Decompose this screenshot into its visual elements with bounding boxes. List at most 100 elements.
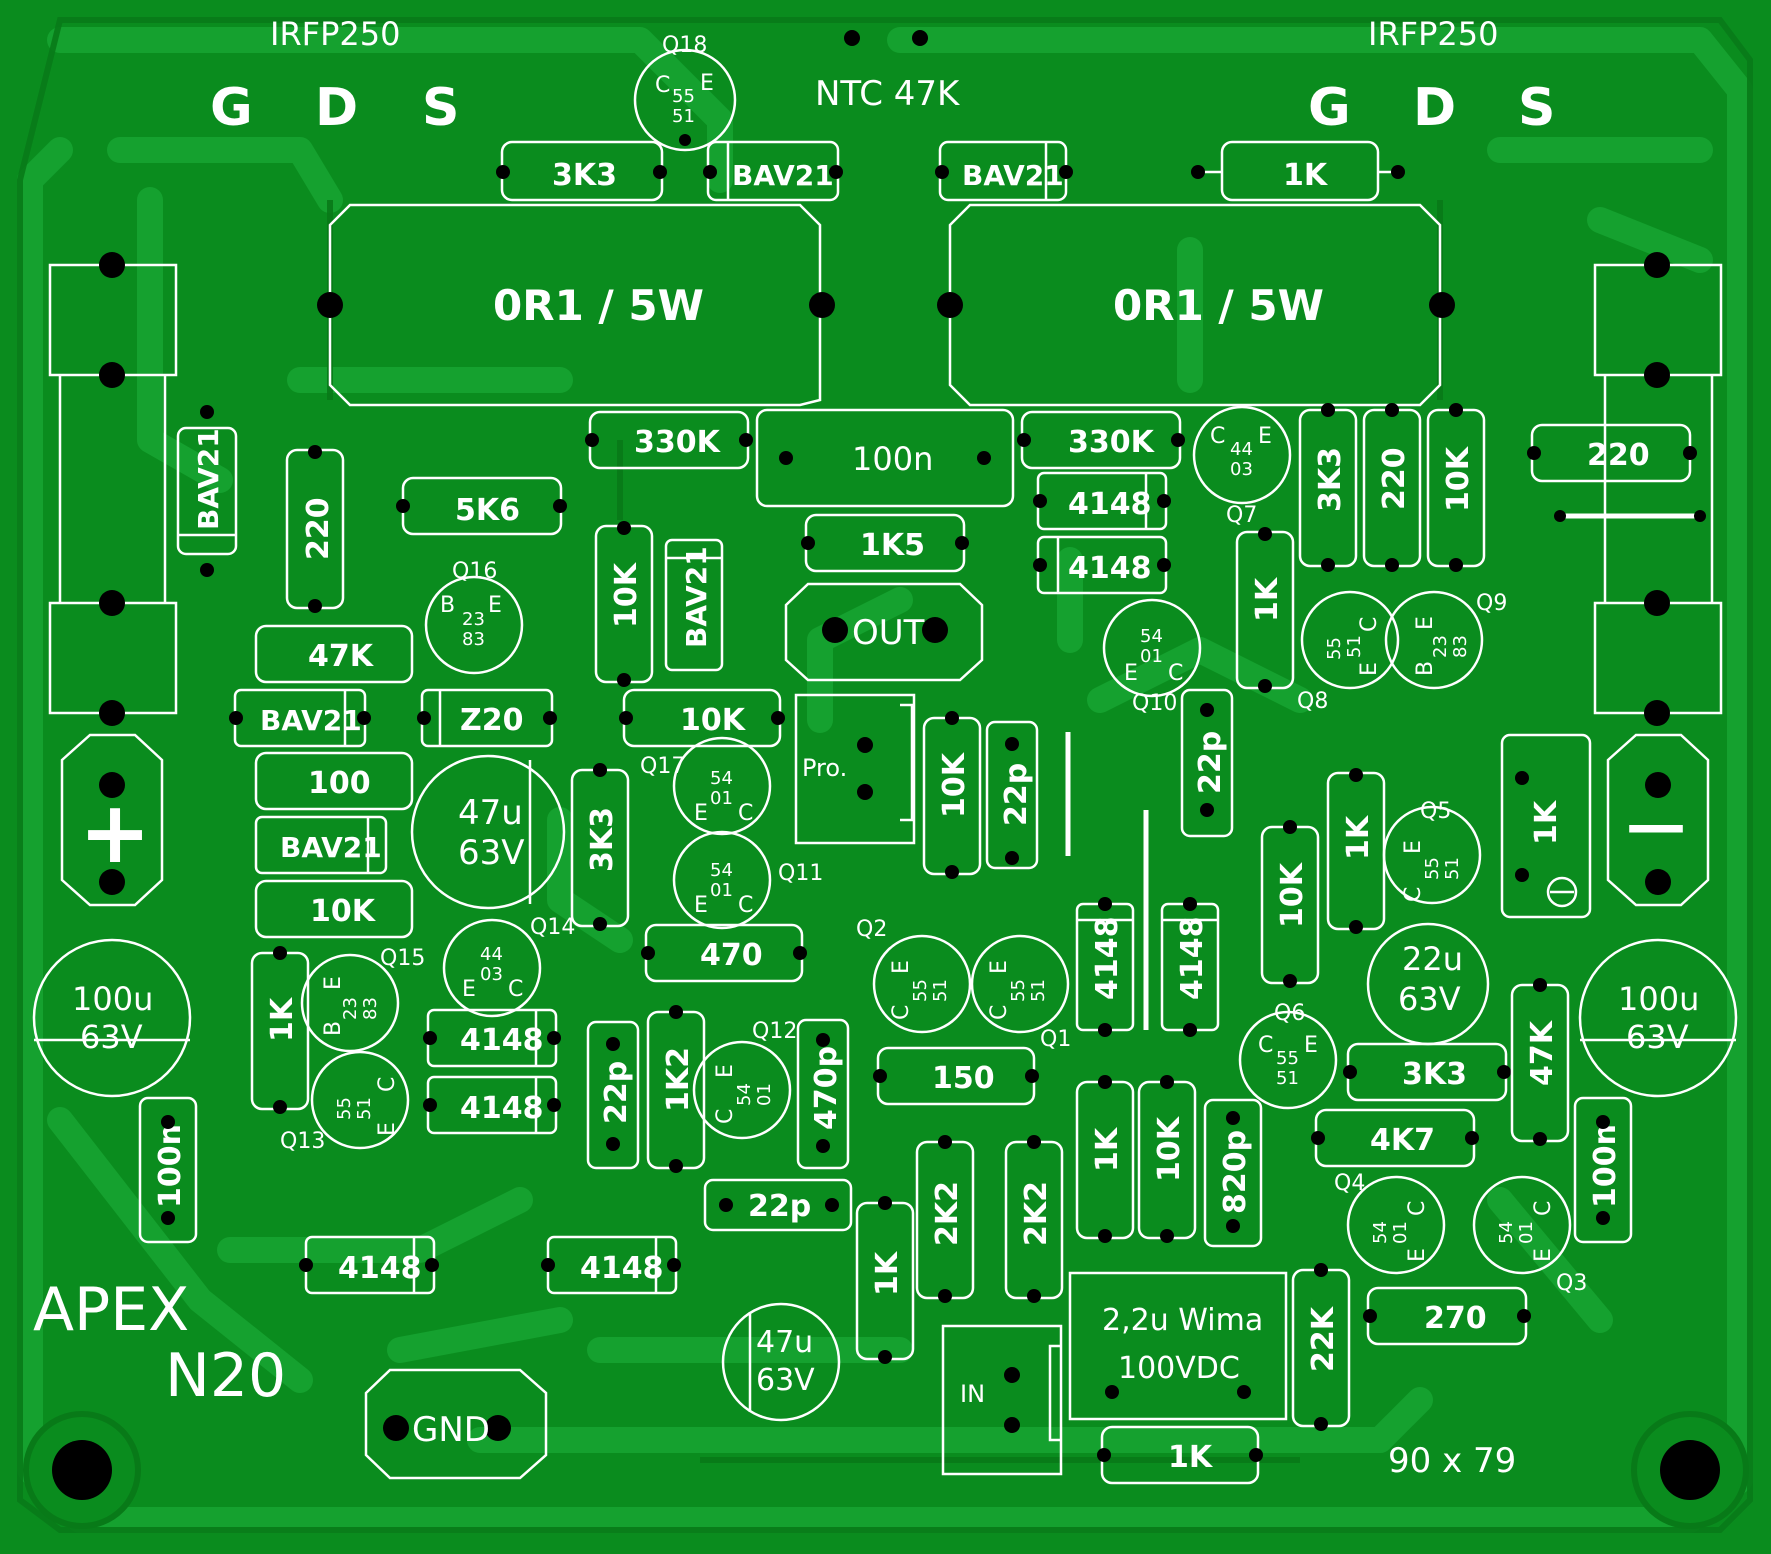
q13-pin-c: C [375, 1077, 400, 1092]
label-47k: 47K [308, 639, 375, 674]
q1-ref: Q1 [1040, 1027, 1071, 1052]
q7-code2: 03 [1230, 459, 1253, 480]
label-22p-low: 22p [599, 1061, 634, 1124]
transistor-q12: Q12 C E 54 01 [692, 1019, 797, 1140]
label-22p-bottom: 22p [748, 1189, 811, 1224]
resistor-0r1-left: 0R1 / 5W [317, 203, 835, 407]
label-1k-bottom-vertical: 1K [870, 1250, 905, 1296]
resistor-220-left: 220 [285, 445, 345, 613]
diode-4148-d: 4148 [423, 1075, 561, 1135]
q16-pin-b: B [440, 593, 455, 618]
q10-code1: 54 [1140, 626, 1163, 647]
resistor-1k-bottom-vertical: 1K [855, 1196, 915, 1364]
q14-code1: 44 [480, 944, 503, 965]
cap-47u-big: 47u 63V [410, 754, 566, 910]
q15-pin-e: E [321, 976, 346, 990]
resistor-220-far-right: 220 [1527, 423, 1706, 522]
plus-label: + [79, 783, 151, 883]
label-1k-bottom: 1K [1168, 1440, 1214, 1475]
diode-bav21-mid-left: BAV21 [229, 688, 371, 748]
label-270: 270 [1424, 1301, 1487, 1336]
q12-pin-e: E [713, 1064, 738, 1078]
q18-ref: Q18 [662, 33, 707, 58]
label-100u-right: 100u [1618, 980, 1699, 1018]
q3-code2: 01 [1516, 1221, 1537, 1244]
q6-code1: 55 [1276, 1048, 1299, 1069]
mosfet-right-pins: G D S [1308, 78, 1555, 138]
resistor-2k2-b: 2K2 [1004, 1135, 1064, 1303]
q8-code1: 55 [1324, 637, 1345, 660]
label-22p-q10: 22p [1193, 731, 1228, 794]
label-0r1-left: 0R1 / 5W [493, 281, 704, 330]
q12-code1: 54 [734, 1083, 755, 1106]
q17-code2: 01 [710, 788, 733, 809]
label-330k-left: 330K [634, 425, 722, 460]
q6-pin-e: E [1304, 1033, 1318, 1058]
pin-s-left: S [422, 78, 459, 138]
zener-z20: Z20 [417, 688, 557, 748]
resistor-1k-q13: 1K [250, 946, 310, 1114]
label-100u-left: 100u [72, 980, 153, 1018]
out-label: OUT [852, 613, 925, 653]
diode-4148-q1b: 4148 [1160, 897, 1220, 1037]
transistor-q15: Q15 B E 23 83 [300, 946, 425, 1053]
q18-pin-c: C [655, 73, 670, 98]
q14-pin-c: C [508, 977, 523, 1002]
q16-ref: Q16 [452, 559, 497, 584]
transistor-q18: Q18 C E 55 51 [633, 33, 737, 152]
in-label: IN [960, 1380, 985, 1408]
transistor-q9: B E 23 83 Q9 [1384, 590, 1507, 690]
gnd-label: GND [412, 1410, 490, 1450]
label-220-left: 220 [301, 497, 336, 560]
resistor-10k-right-mid: 10K [1260, 820, 1320, 988]
label-bav21-left-vertical: BAV21 [192, 428, 225, 530]
mount-hole-left-drill [52, 1440, 112, 1500]
label-bav21-low-left: BAV21 [280, 831, 382, 864]
label-150: 150 [932, 1061, 995, 1096]
q13-code1: 55 [334, 1097, 355, 1120]
q11-pin-e: E [694, 893, 708, 918]
q4-pin-e: E [1405, 1248, 1430, 1262]
label-3k3-right: 3K3 [1313, 447, 1348, 512]
q18-pin-e: E [700, 71, 714, 96]
transistor-q4: Q4 54 01 E C [1334, 1171, 1446, 1275]
q6-ref: Q6 [1274, 1001, 1305, 1026]
resistor-3k3-top: 3K3 [496, 140, 667, 202]
cap-100u-left: 100u 63V [32, 938, 192, 1098]
q15-pin-b: B [321, 1021, 346, 1036]
q11-code1: 54 [710, 860, 733, 881]
label-1k5: 1K5 [860, 528, 925, 563]
resistor-4k7: 4K7 [1311, 1108, 1479, 1168]
q18-code1: 55 [672, 86, 695, 107]
label-10k-center: 10K [609, 561, 644, 628]
label-10k-mid: 10K [680, 703, 747, 738]
label-470: 470 [700, 938, 763, 973]
q9-pin-b: B [1413, 661, 1438, 676]
q5-ref: Q5 [1420, 799, 1451, 824]
resistor-10k-pro: 10K [922, 711, 982, 879]
label-1k2: 1K2 [661, 1047, 696, 1112]
resistor-3k3-q6: 3K3 [1343, 1042, 1511, 1102]
diode-4148-f: 4148 [541, 1235, 681, 1295]
label-100n-mid: 100n [852, 440, 933, 478]
power-terminal-left-top [48, 252, 178, 388]
label-4148-b: 4148 [1068, 551, 1152, 586]
ntc-label: NTC 47K [815, 74, 961, 114]
q9-code2: 83 [1450, 635, 1471, 658]
diode-bav21-top-2: BAV21 [935, 140, 1073, 202]
label-trim-1k: 1K [1529, 799, 1564, 845]
q1-pin-e: E [987, 960, 1012, 974]
q12-code2: 01 [754, 1083, 775, 1106]
label-47k-right: 47K [1525, 1019, 1560, 1086]
q4-pin-c: C [1405, 1201, 1430, 1216]
q3-pin-e: E [1531, 1248, 1556, 1262]
resistor-5k6: 5K6 [396, 476, 567, 536]
gnd-terminal: GND [364, 1368, 548, 1480]
label-3k3-vertical: 3K3 [585, 807, 620, 872]
label-100n-left: 100n [153, 1124, 188, 1208]
resistor-2k2-a: 2K2 [915, 1135, 975, 1303]
cap-22p-low: 22p [586, 1020, 640, 1170]
power-terminal-left-bottom [48, 590, 178, 726]
q6-pin-c: C [1258, 1033, 1273, 1058]
